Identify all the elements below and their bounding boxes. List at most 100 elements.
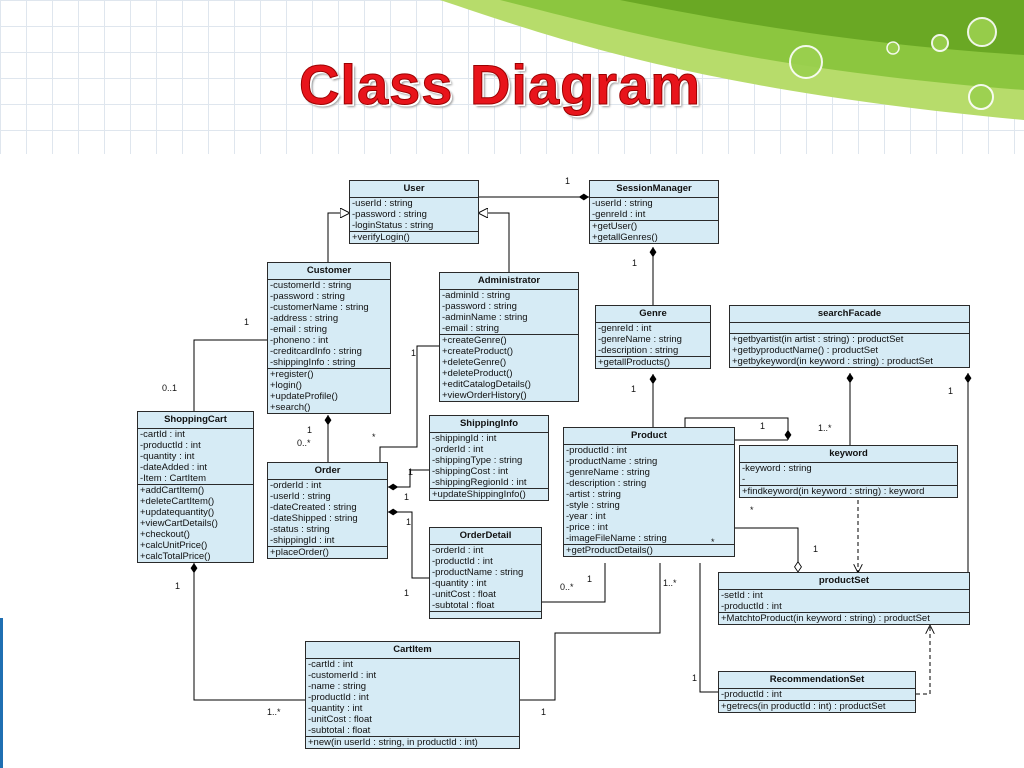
mult-order-customer: 0..*	[297, 438, 311, 448]
attribute: -userId : string	[352, 198, 413, 209]
class-attributes: -adminId : string-password : string-admi…	[440, 290, 578, 335]
class-operations: +verifyLogin()	[350, 232, 478, 243]
mult-cart-customer: 0..1	[162, 383, 178, 393]
class-shopping-cart: ShoppingCart-cartId : int-productId : in…	[137, 411, 254, 563]
attribute: -shippingCost : int	[432, 466, 509, 477]
attribute: -quantity : int	[140, 451, 195, 462]
class-name: keyword	[740, 446, 957, 463]
attribute: -Item : CartItem	[140, 473, 206, 484]
attribute: -genreId : int	[592, 209, 646, 220]
attribute: -customerId : int	[308, 670, 377, 681]
attribute: -description : string	[598, 345, 679, 356]
operation: +editCatalogDetails()	[442, 379, 531, 390]
class-genre: Genre-genreId : int-genreName : string-d…	[595, 305, 711, 369]
operation: +login()	[270, 380, 302, 391]
link-product-keyword	[684, 417, 792, 440]
attribute: -quantity : int	[308, 703, 363, 714]
attribute: -shippingRegionId : int	[432, 477, 527, 488]
class-order-detail: OrderDetail-orderId : int-productId : in…	[429, 527, 542, 619]
operation: +calcUnitPrice()	[140, 540, 208, 551]
class-cart-item: CartItem-cartId : int-customerId : int-n…	[305, 641, 520, 749]
class-operations: +addCartItem()+deleteCartItem()+updatequ…	[138, 485, 253, 562]
attribute: -password : string	[352, 209, 427, 220]
class-attributes: -cartId : int-productId : int-quantity :…	[138, 429, 253, 485]
operation: +getbyproductName() : productSet	[732, 345, 879, 356]
operation: +createGenre()	[442, 335, 507, 346]
link-customer-cart	[193, 339, 267, 411]
attribute: -adminId : string	[442, 290, 511, 301]
operation: +updateProfile()	[270, 391, 338, 402]
attribute: -productName : string	[566, 456, 658, 467]
class-operations: +MatchtoProduct(in keyword : string) : p…	[719, 613, 969, 624]
link-order-detail	[388, 508, 429, 579]
mult-user-session: 1	[565, 176, 571, 186]
attribute: -phoneno : int	[270, 335, 329, 346]
link-product-productset	[735, 527, 802, 573]
attribute: -artist : string	[566, 489, 621, 500]
dep-rec-productset	[916, 626, 930, 695]
attribute: -shippingType : string	[432, 455, 523, 466]
class-attributes: -productId : int-productName : string-ge…	[564, 445, 734, 545]
mult-keyword-product: 1..*	[818, 423, 832, 433]
operation: +getProductDetails()	[566, 545, 653, 556]
class-operations: +createGenre()+createProduct()+deleteGen…	[440, 335, 578, 401]
operation: +updateShippingInfo()	[432, 489, 526, 500]
class-session-manager: SessionManager-userId : string-genreId :…	[589, 180, 719, 244]
operation: +MatchtoProduct(in keyword : string) : p…	[721, 613, 930, 624]
class-operations: +getrecs(in productId : int) : productSe…	[719, 701, 915, 712]
class-operations: +new(in userId : string, in productId : …	[306, 737, 519, 748]
attribute: -setId : int	[721, 590, 763, 601]
bubble-icon	[967, 17, 997, 47]
attribute: -productId : int	[566, 445, 627, 456]
operation: +verifyLogin()	[352, 232, 410, 243]
class-attributes: -userId : string-password : string-login…	[350, 198, 478, 232]
class-attributes: -userId : string-genreId : int	[590, 198, 718, 221]
class-product-set: productSet-setId : int-productId : int+M…	[718, 572, 970, 625]
attribute: -productId : int	[308, 692, 369, 703]
attribute: -email : string	[270, 324, 328, 335]
attribute: -productId : int	[721, 601, 782, 612]
attribute: -orderId : int	[432, 444, 484, 455]
class-name: Product	[564, 428, 734, 445]
class-operations: +placeOrder()	[268, 547, 387, 558]
class-name: Administrator	[440, 273, 578, 290]
class-keyword: keyword-keyword : string-+findkeyword(in…	[739, 445, 958, 498]
class-name: Order	[268, 463, 387, 480]
mult-admin-order-star: *	[372, 432, 376, 442]
mult-genre-product: 1	[631, 384, 637, 394]
link-cartitem-product	[520, 563, 661, 701]
link-order-shipping	[388, 469, 429, 491]
attribute: -subtotal : float	[432, 600, 495, 611]
link-detail-product	[542, 563, 606, 603]
mult-session-genre: 1	[632, 258, 638, 268]
class-customer: Customer-customerId : string-password : …	[267, 262, 391, 414]
mult-detail-product-one: 1	[587, 574, 593, 584]
class-administrator: Administrator-adminId : string-password …	[439, 272, 579, 402]
operation: +placeOrder()	[270, 547, 329, 558]
operation: +viewOrderHistory()	[442, 390, 527, 401]
class-name: searchFacade	[730, 306, 969, 323]
operation: +getrecs(in productId : int) : productSe…	[721, 701, 886, 712]
operation: +register()	[270, 369, 314, 380]
attribute: -customerId : string	[270, 280, 352, 291]
class-name: productSet	[719, 573, 969, 590]
attribute: -shippingId : int	[432, 433, 497, 444]
class-attributes: -productId : int	[719, 689, 915, 701]
mult-cartitem-product: 1	[541, 707, 547, 717]
attribute: -address : string	[270, 313, 339, 324]
attribute: -creditcardInfo : string	[270, 346, 362, 357]
attribute: -imageFileName : string	[566, 533, 667, 544]
class-name: ShippingInfo	[430, 416, 548, 433]
class-name: RecommendationSet	[719, 672, 915, 689]
attribute: -description : string	[566, 478, 647, 489]
class-attributes	[730, 323, 969, 334]
attribute: -adminName : string	[442, 312, 528, 323]
page-title: Class Diagram	[298, 53, 702, 117]
attribute: -price : int	[566, 522, 608, 533]
operation: +findkeyword(in keyword : string) : keyw…	[742, 486, 925, 497]
operation: +updatequantity()	[140, 507, 215, 518]
mult-order-detail-one: 1	[404, 588, 410, 598]
attribute: -shippingId : int	[270, 535, 335, 546]
class-name: CartItem	[306, 642, 519, 659]
